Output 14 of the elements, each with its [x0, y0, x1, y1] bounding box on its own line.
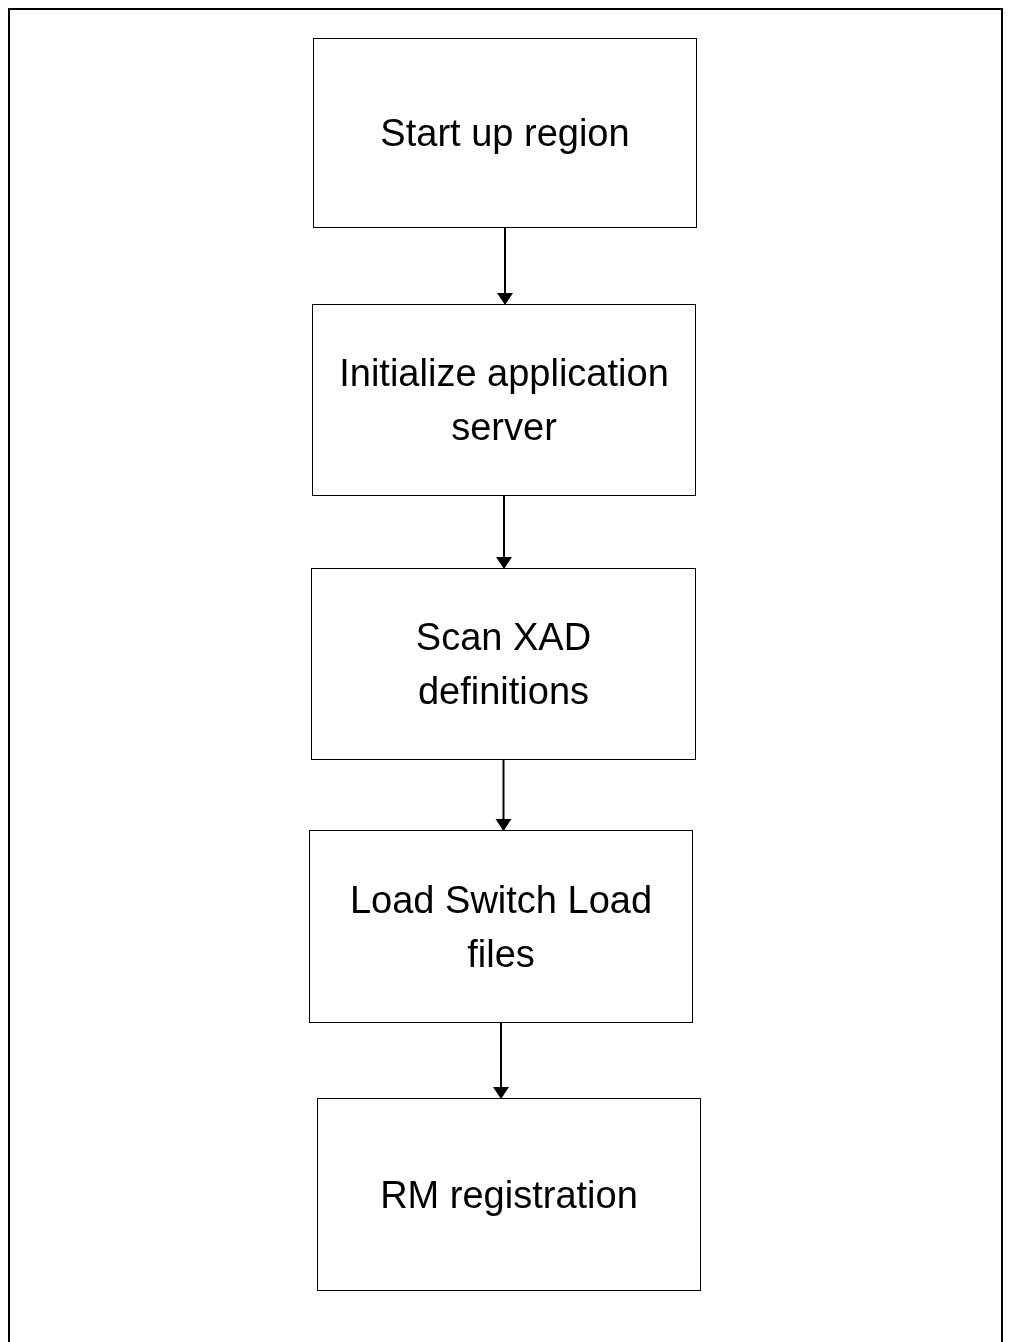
process-box: [312, 304, 696, 496]
process-box: [317, 1098, 701, 1291]
step-label: RM registration: [380, 1172, 638, 1218]
process-box: [311, 568, 696, 760]
process-box: [309, 830, 693, 1023]
arrow: [495, 759, 512, 831]
step-label: Scan XAD definitions: [414, 615, 593, 714]
process-box: [313, 38, 697, 228]
arrow: [493, 1022, 509, 1099]
arrow: [497, 227, 513, 305]
step-label: Start up region: [380, 111, 630, 156]
step-label: Initialize application server: [338, 351, 670, 450]
arrow: [496, 495, 512, 569]
step-label: Load Switch Load files: [348, 877, 654, 977]
